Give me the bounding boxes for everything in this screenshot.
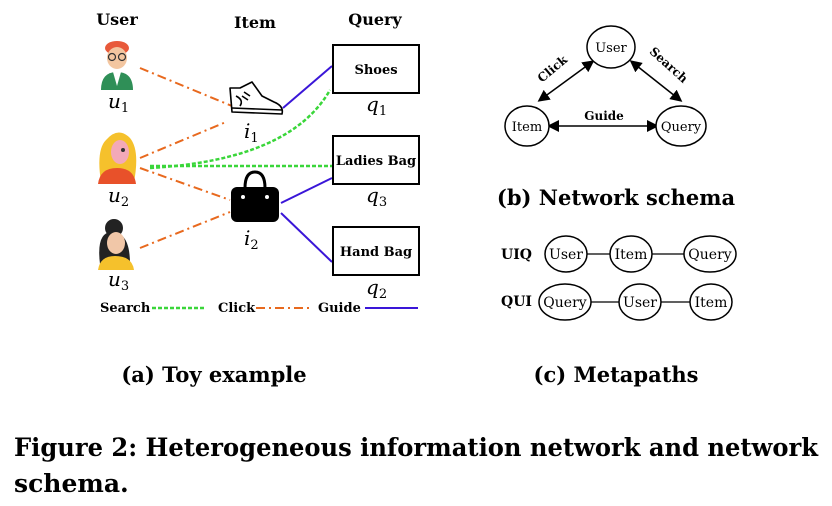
shoe-icon <box>229 81 284 115</box>
schema-node-item-label: Item <box>512 120 542 135</box>
figure-caption-line-1: Figure 2: Heterogeneous information netw… <box>14 433 819 462</box>
user-avatar-1 <box>101 41 133 90</box>
metapaths: UIQ User Item Query QUI Query User Item … <box>501 235 737 387</box>
header-query: Query <box>348 10 402 29</box>
metapath-qui-node-1 <box>538 283 592 321</box>
schema-node-query <box>655 105 707 147</box>
query-box-shoes <box>332 44 420 94</box>
query-box-ladies-bag <box>332 135 420 185</box>
edge-label-click: Click <box>535 52 571 85</box>
user-label-3: u3 <box>108 267 129 294</box>
user-label-2: u2 <box>108 183 129 210</box>
legend: Search Click Guide <box>100 301 418 316</box>
legend-search-label: Search <box>100 301 151 316</box>
click-edges <box>139 67 233 249</box>
schema-node-user-label: User <box>595 41 627 56</box>
metapath-qui-node-2 <box>618 283 662 321</box>
item-label-2: i2 <box>244 226 259 253</box>
toy-example: User Item Query <box>96 10 420 387</box>
metapath-uiq-node-2-label: Item <box>615 247 648 263</box>
legend-guide-label: Guide <box>318 301 361 316</box>
caption-a: (a) Toy example <box>121 362 306 387</box>
edge-label-guide: Guide <box>584 109 624 123</box>
query-box-shoes-text: Shoes <box>354 63 397 78</box>
network-schema: Click Search Guide User Item Query (b) N… <box>497 25 736 210</box>
user-label-1: u1 <box>108 89 129 116</box>
figure-caption-line-2: schema. <box>14 469 129 498</box>
query-box-ladies-bag-text: Ladies Bag <box>336 154 416 169</box>
schema-node-query-label: Query <box>661 120 702 135</box>
query-box-hand-bag <box>332 226 420 276</box>
metapath-uiq-node-2 <box>609 235 653 273</box>
handbag-icon <box>231 170 279 222</box>
metapath-qui-node-2-label: User <box>623 295 657 311</box>
metapath-qui-node-1-label: Query <box>543 295 586 311</box>
metapath-name-uiq: UIQ <box>501 247 532 263</box>
metapath-qui-node-3 <box>689 283 733 321</box>
legend-click-label: Click <box>218 301 256 316</box>
caption-b: (b) Network schema <box>497 185 736 210</box>
query-label-1: q1 <box>366 92 387 119</box>
user-avatar-2 <box>98 132 137 184</box>
metapath-uiq-node-1 <box>544 235 588 273</box>
schema-node-user <box>586 25 636 69</box>
caption-c: (c) Metapaths <box>534 362 699 387</box>
metapath-uiq-node-1-label: User <box>549 247 583 263</box>
metapath-uiq-node-3 <box>683 235 737 273</box>
item-label-1: i1 <box>244 119 259 146</box>
user-avatar-3 <box>98 219 134 270</box>
query-label-2: q2 <box>366 275 387 302</box>
metapath-name-qui: QUI <box>501 294 532 310</box>
search-edges <box>149 89 333 170</box>
query-label-3: q3 <box>366 183 387 210</box>
query-box-hand-bag-text: Hand Bag <box>340 245 412 260</box>
metapath-qui-node-3-label: Item <box>695 295 728 311</box>
header-user: User <box>96 10 138 29</box>
metapath-uiq-node-3-label: Query <box>688 247 731 263</box>
schema-node-item <box>504 105 550 147</box>
guide-edges <box>280 65 333 263</box>
header-item: Item <box>234 13 276 32</box>
